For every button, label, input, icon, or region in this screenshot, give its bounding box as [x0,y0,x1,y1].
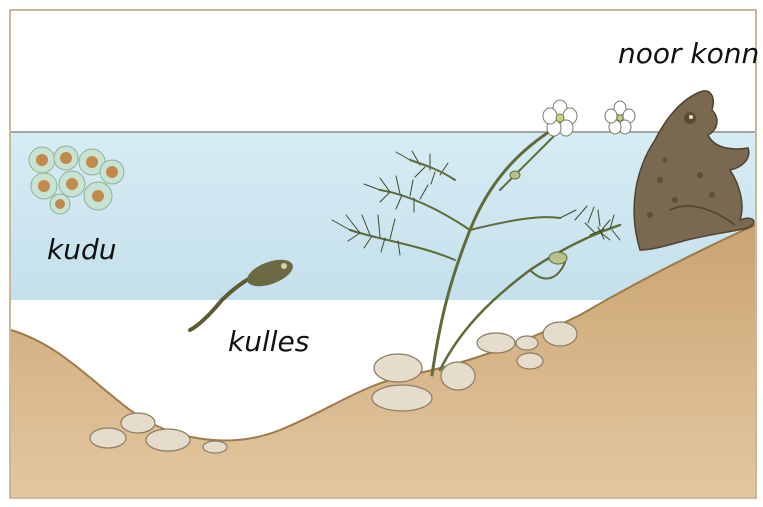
label-adult-frog: noor konn [618,40,759,68]
label-eggs: kudu [47,236,116,264]
pebble [374,354,422,382]
pebble [203,441,227,453]
pebble [441,362,475,390]
pebble [372,385,432,411]
pebble [517,353,543,369]
pebble [90,428,126,448]
label-tadpole: kulles [228,328,309,356]
pebble [121,413,155,433]
pebble [516,336,538,350]
pebble [477,333,515,353]
pebble [146,429,190,451]
pebble [543,322,577,346]
